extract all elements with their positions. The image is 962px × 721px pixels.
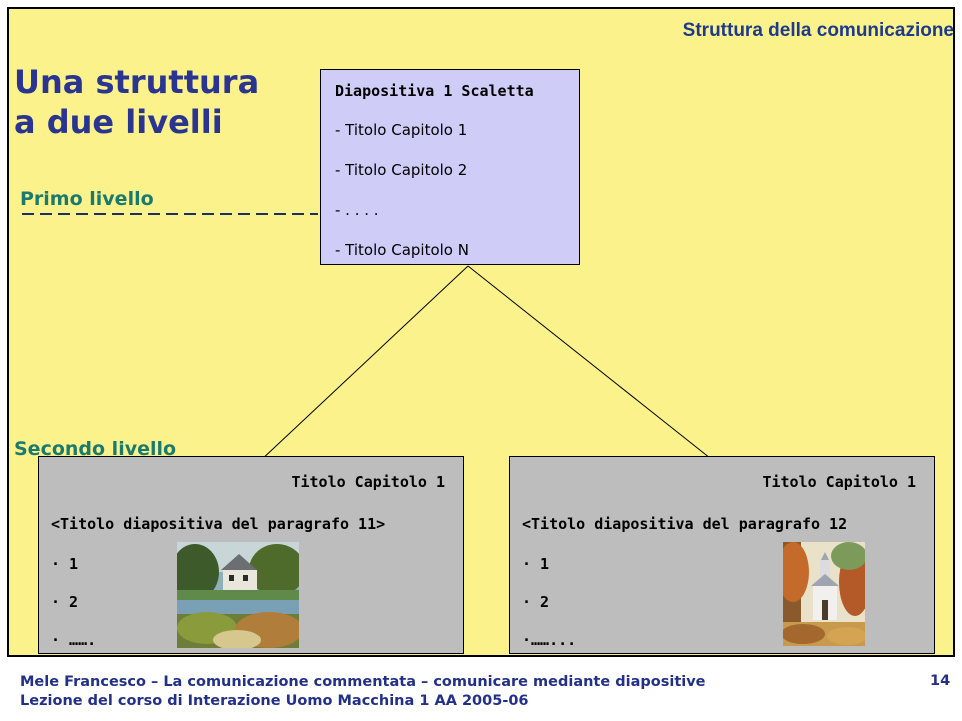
chapter-subtitle: <Titolo diapositiva del paragrafo 12 [522,515,848,533]
scaletta-item: - Titolo Capitolo N [335,241,469,259]
chapter-title: Titolo Capitolo 1 [291,473,445,491]
chapter-bullet: · 2 [51,593,79,611]
page-number: 14 [930,673,951,689]
footer-line-2: Lezione del corso di Interazione Uomo Ma… [20,693,529,709]
main-title-line-2: a due livelli [14,103,223,141]
connector-right [467,265,716,463]
footer: Mele Francesco – La comunicazione commen… [20,673,706,711]
level-2-label: Secondo livello [14,438,177,460]
main-title: Una struttura a due livelli [14,62,259,142]
main-title-line-1: Una struttura [14,63,260,101]
chapter-bullet: · 1 [522,555,550,573]
scaletta-item: - Titolo Capitolo 1 [335,121,468,139]
scaletta-item: - . . . . [335,201,379,219]
chapter-box-1: Titolo Capitolo 1 <Titolo diapositiva de… [38,456,464,654]
scaletta-box: Diapositiva 1 Scaletta - Titolo Capitolo… [320,69,580,265]
cottage-landscape-image [177,542,299,648]
chapter-bullet: ·……... [522,631,577,649]
scaletta-item: - Titolo Capitolo 2 [335,161,468,179]
connector-left [258,265,469,463]
chapter-bullet: · 2 [522,593,550,611]
chapter-bullet: · 1 [51,555,79,573]
header-title: Struttura della comunicazione [682,20,954,41]
footer-line-1: Mele Francesco – La comunicazione commen… [20,674,706,690]
chapel-autumn-image [783,542,865,646]
chapter-title: Titolo Capitolo 1 [762,473,916,491]
chapter-bullet: · ……. [51,631,97,649]
chapter-subtitle: <Titolo diapositiva del paragrafo 11> [51,515,386,533]
level-1-label: Primo livello [20,188,154,210]
scaletta-title: Diapositiva 1 Scaletta [335,82,534,100]
chapter-box-2: Titolo Capitolo 1 <Titolo diapositiva de… [509,456,935,654]
